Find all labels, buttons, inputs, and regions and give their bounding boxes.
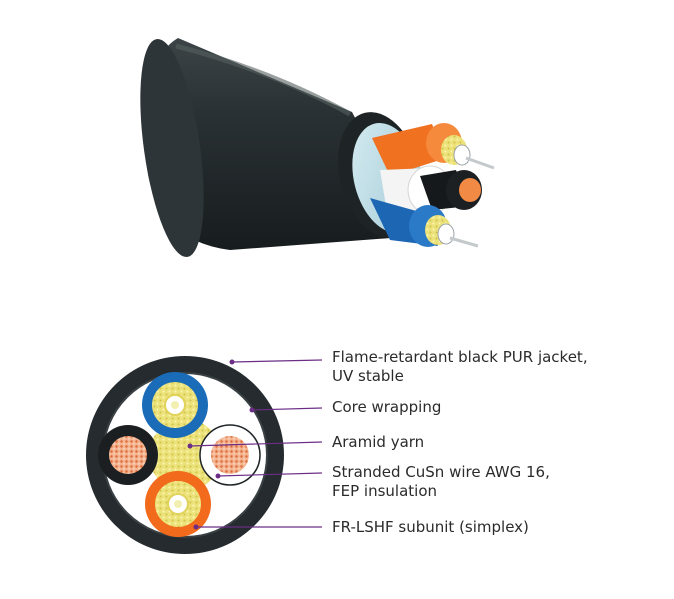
cross-section (86, 356, 284, 554)
leader-aramid (189, 441, 323, 447)
label-stranded-wire-line-2: FEP insulation (332, 482, 438, 500)
label-core-wrapping-line-1: Core wrapping (332, 398, 442, 416)
leader-core-wrapping (251, 407, 323, 411)
label-stranded-wire-line-1: Stranded CuSn wire AWG 16, (332, 463, 550, 481)
label-stranded-wire: Stranded CuSn wire AWG 16, FEP insulatio… (332, 463, 550, 501)
label-jacket-line-1: Flame-retardant black PUR jacket, (332, 348, 588, 366)
jacket-end-cap (140, 39, 204, 257)
label-subunit: FR-LSHF subunit (simplex) (332, 518, 529, 537)
leader-lines (187, 359, 323, 530)
copper-core-3d (459, 178, 481, 202)
label-jacket: Flame-retardant black PUR jacket, UV sta… (332, 348, 588, 386)
label-core-wrapping: Core wrapping (332, 398, 441, 417)
copper-strands-left (109, 436, 147, 474)
label-subunit-line-1: FR-LSHF subunit (simplex) (332, 518, 529, 536)
cable-3d-view (140, 38, 495, 257)
leader-wire (217, 472, 323, 477)
label-aramid-yarn: Aramid yarn (332, 433, 424, 452)
label-aramid-yarn-line-1: Aramid yarn (332, 433, 425, 451)
jacket-highlight (175, 43, 352, 117)
copper-strands-right (211, 436, 249, 474)
leader-jacket (231, 359, 323, 363)
label-jacket-line-2: UV stable (332, 367, 404, 385)
